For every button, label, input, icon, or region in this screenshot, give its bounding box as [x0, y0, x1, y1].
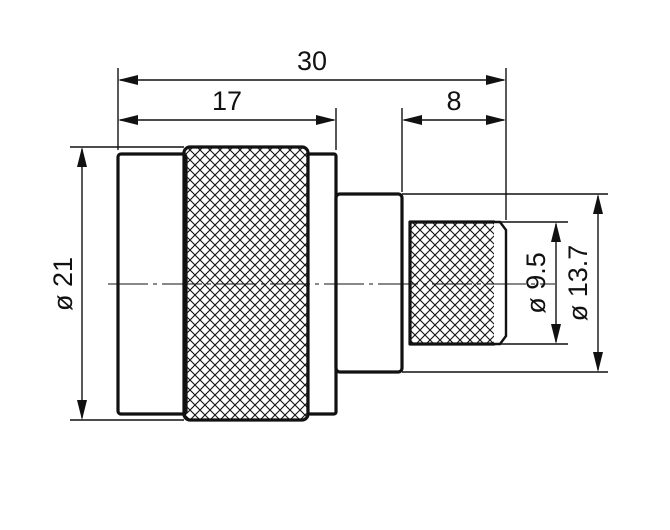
label-tail-diameter: ø 13.7 — [563, 245, 593, 322]
extension-lines — [70, 68, 608, 421]
label-knurl-diameter: ø 9.5 — [521, 252, 551, 314]
dimension-body-length: 17 — [118, 86, 336, 125]
dimension-tail-length: 8 — [402, 86, 506, 125]
tail-cap — [494, 220, 508, 346]
label-body-length: 17 — [212, 86, 242, 116]
neck-section — [334, 192, 404, 374]
dimension-total-length: 30 — [118, 46, 506, 85]
label-total-length: 30 — [297, 46, 327, 76]
dimension-outer-diameter: ø 21 — [48, 147, 87, 420]
tail-knurled — [408, 220, 502, 346]
dimension-tail-diameter: ø 13.7 — [563, 194, 603, 372]
label-outer-diameter: ø 21 — [48, 257, 78, 311]
label-tail-length: 8 — [446, 86, 461, 116]
dimension-knurl-diameter: ø 9.5 — [521, 222, 561, 344]
